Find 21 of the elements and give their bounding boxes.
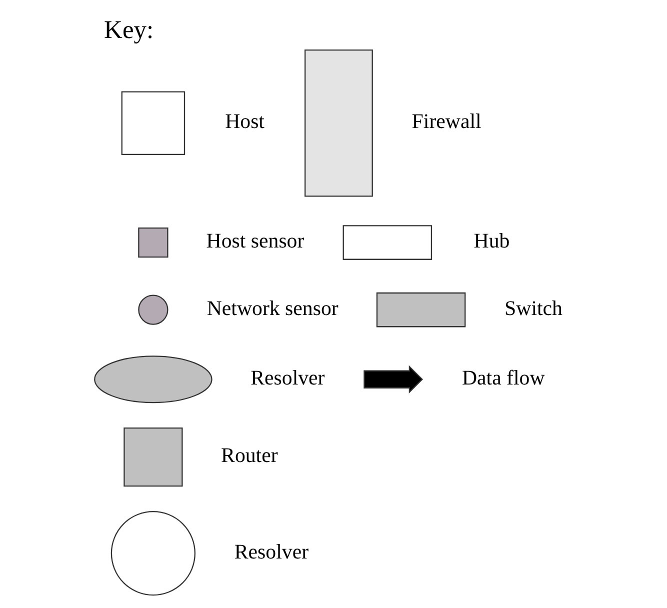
node-circle — [138, 294, 168, 325]
node-label: Host — [225, 109, 265, 134]
node-label: Network sensor — [206, 296, 338, 320]
node-label: Data flow — [462, 365, 545, 390]
node-box — [304, 49, 373, 197]
node-label: Resolver — [234, 539, 309, 564]
diagram-title: Key: — [104, 15, 154, 44]
node-label: Router — [221, 443, 278, 468]
node-label: Hub — [474, 228, 510, 253]
node-box — [124, 428, 183, 487]
node-label: Host sensor — [206, 228, 304, 253]
node-box — [376, 292, 466, 328]
node-label: Firewall — [412, 109, 482, 134]
node-ellipse — [94, 356, 212, 404]
node-arrow — [364, 365, 424, 394]
node-box — [121, 91, 186, 155]
node-label: Switch — [504, 296, 562, 320]
node-box — [138, 227, 168, 258]
node-label: Resolver — [250, 365, 325, 390]
node-box — [342, 225, 432, 260]
node-circle — [110, 510, 196, 596]
